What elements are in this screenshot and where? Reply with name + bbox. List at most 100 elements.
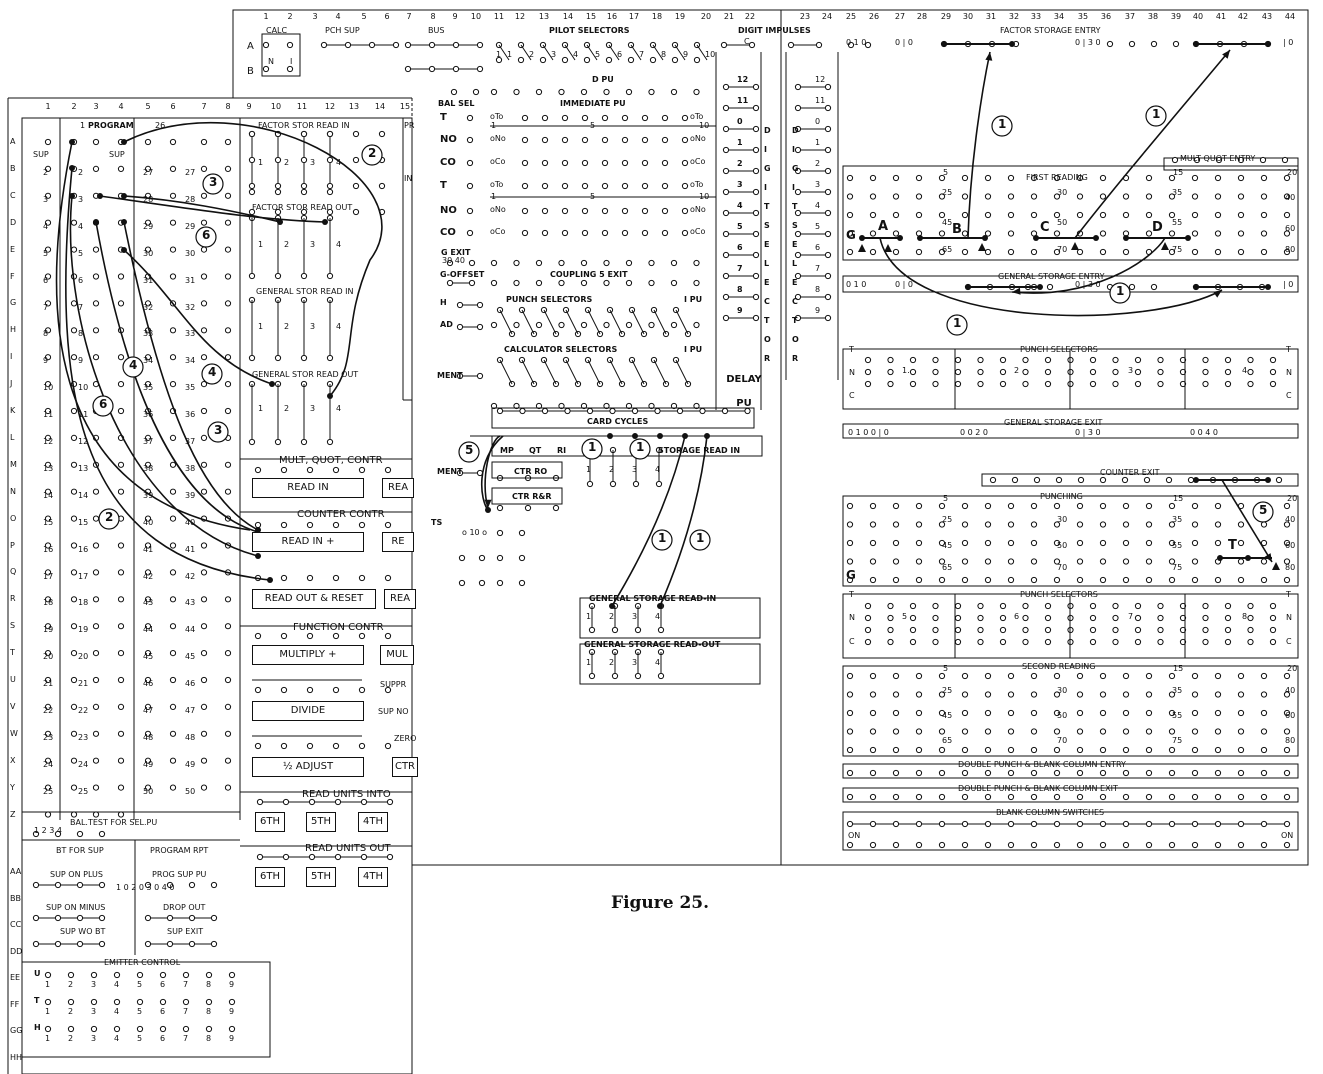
counter-hub	[280, 521, 288, 529]
program-hub	[224, 676, 232, 684]
punch-sel-right-hub	[909, 368, 917, 376]
pilot-switch	[674, 44, 686, 61]
prog-hub	[166, 914, 174, 922]
punch-sel-right2-hub	[1022, 614, 1029, 622]
digit-hub	[752, 146, 760, 154]
right-column-number: 38	[1147, 12, 1159, 21]
punching-hub	[984, 521, 992, 528]
left-row-letter: GG	[10, 1026, 23, 1035]
wire-end	[965, 284, 971, 290]
program-number-b2: 39	[185, 490, 196, 500]
punch-sel-right-hub	[1022, 356, 1029, 364]
counter-hub	[332, 521, 340, 529]
tnoc-label: NO	[440, 134, 457, 145]
left-right-hub	[248, 130, 256, 138]
h-ad-hub	[476, 323, 484, 331]
mult-quot-entry-label: MULT QUOT ENTRY	[1180, 154, 1256, 163]
fsri-hub	[300, 188, 308, 196]
right-column-number: 8	[430, 12, 436, 21]
emitter-hub	[44, 1025, 52, 1033]
second-reading-hub	[938, 691, 946, 698]
program-hub	[224, 327, 232, 334]
punch-sel-right-hub	[1157, 356, 1164, 364]
left-row-letter: I	[10, 352, 13, 362]
program-hub	[44, 811, 52, 818]
imm-hub	[621, 114, 629, 122]
imm-hub	[661, 229, 669, 237]
program-number-b: 49	[143, 759, 154, 769]
first-reading-hub	[1168, 211, 1176, 219]
first-reading-hub	[869, 248, 877, 256]
left-right-hub	[378, 182, 386, 190]
first-reading-hub	[1076, 193, 1084, 200]
mult-quot-hub	[1281, 156, 1289, 164]
emitter-hub	[205, 998, 213, 1006]
imm-hub	[541, 229, 549, 237]
second-scale: 20	[1287, 664, 1298, 673]
left-column-number: 14	[374, 102, 386, 111]
first-reading-hub	[915, 193, 923, 200]
emitter-control-label: EMITTER CONTROL	[104, 958, 181, 967]
d-pu-hub	[648, 88, 655, 96]
d-pu-hub	[603, 88, 610, 96]
punch-sel-right2-hub	[977, 614, 984, 622]
coupling-hub	[490, 259, 498, 267]
punch-sel-right2-hub	[1179, 638, 1187, 646]
punching-scale: 5	[943, 494, 949, 503]
gen-storage-read-out-label: GENERAL STORAGE READ-OUT	[584, 640, 721, 649]
emitter-number: 7	[183, 1034, 189, 1043]
sup-wo-bt-label: SUP WO BT	[60, 927, 106, 936]
gen-storage-exit-frame	[842, 423, 1299, 439]
emitter-number: 4	[114, 980, 120, 989]
d-pu-hub	[580, 88, 588, 96]
program-hub	[200, 569, 208, 576]
punching-hub	[1053, 558, 1061, 565]
bus-label: BUS	[428, 26, 445, 35]
punching-scale: 30	[1057, 515, 1068, 524]
punch-sel-right-hub	[864, 356, 872, 364]
c-hub	[748, 41, 756, 49]
punching-hub	[938, 539, 946, 547]
c-hub	[720, 41, 728, 49]
punch-sel-right-hub	[1112, 368, 1119, 376]
first-reading-hub	[1191, 230, 1199, 237]
mult-quot-contr-label: MULT, QUOT, CONTR	[279, 455, 383, 466]
punching-hub	[869, 502, 877, 510]
program-hub	[70, 676, 78, 684]
left-column-number: 1	[45, 102, 51, 111]
imm-suffix: oCo	[690, 157, 706, 166]
first-reading-hub	[846, 174, 854, 182]
left-column-number: 15	[399, 102, 411, 111]
emitter-hub	[159, 971, 167, 979]
imm-hub	[641, 114, 649, 122]
coupling-hub	[648, 259, 655, 267]
callout-right-5	[581, 438, 603, 460]
second-reading-hub	[892, 746, 900, 754]
first-reading-hub	[1122, 193, 1130, 200]
second-reading-hub	[984, 728, 992, 735]
dp-entry-hub	[984, 769, 992, 777]
punch-sel-right2-hub	[1112, 626, 1119, 634]
emitter-frame	[21, 961, 271, 1058]
program-hub	[200, 219, 208, 226]
ts-hub	[458, 554, 466, 562]
point-label-b: B	[952, 222, 962, 237]
sixth-into-box: 6TH	[255, 812, 285, 832]
program-number-a: 8	[43, 329, 49, 339]
c-top-label: C	[744, 37, 750, 46]
punch-selectors-right-label: PUNCH SELECTORS	[1020, 345, 1098, 354]
function-hub-3	[358, 742, 366, 750]
fourth-out-box: 4TH	[358, 867, 388, 887]
program-number-a: 11	[43, 410, 54, 420]
card-cycles-hub	[631, 407, 639, 415]
program-number-b2: 50	[185, 786, 196, 796]
blank-switches-frame	[842, 811, 1299, 851]
wire-prog-7	[123, 249, 273, 385]
program-number-a2: 14	[78, 490, 89, 500]
program-number-a2: 15	[78, 517, 89, 527]
digit-hub	[722, 167, 730, 175]
digit-hub	[794, 314, 802, 322]
program-hub	[44, 434, 52, 441]
ts-right-c-end: C	[1286, 391, 1292, 400]
program-hub	[117, 730, 125, 737]
